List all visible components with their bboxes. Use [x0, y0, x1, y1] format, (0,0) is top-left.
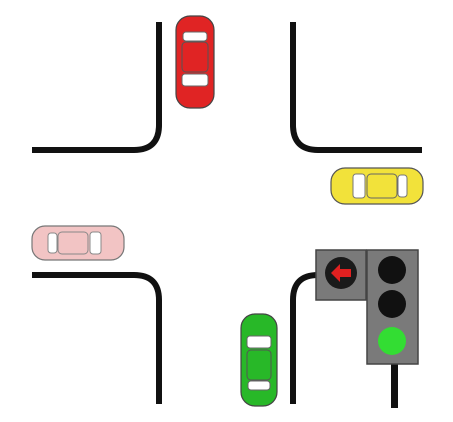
traffic-light-pole	[391, 362, 398, 408]
green-car	[240, 313, 278, 407]
curb-top-left	[32, 22, 162, 153]
red-car	[175, 15, 215, 109]
left-arrow-icon	[331, 264, 351, 282]
pink-car	[31, 225, 125, 261]
yellow-car	[330, 167, 424, 205]
green-lamp	[378, 327, 406, 355]
car-rear-window	[182, 31, 208, 42]
car-roof	[181, 41, 209, 73]
car-rear-window	[397, 174, 408, 198]
car-windshield	[89, 231, 102, 255]
curb-top-right	[290, 22, 422, 153]
top-lamp	[378, 256, 406, 284]
car-rear-window	[247, 380, 271, 391]
car-windshield	[246, 335, 272, 349]
car-roof	[57, 231, 89, 255]
car-windshield	[181, 73, 209, 87]
car-windshield	[352, 173, 366, 199]
car-rear-window	[47, 232, 58, 254]
road-curbs	[32, 22, 422, 404]
car-roof	[246, 349, 272, 381]
curb-bottom-left	[32, 272, 162, 404]
car-roof	[366, 173, 398, 199]
traffic-light	[315, 249, 419, 408]
middle-lamp	[378, 290, 406, 318]
